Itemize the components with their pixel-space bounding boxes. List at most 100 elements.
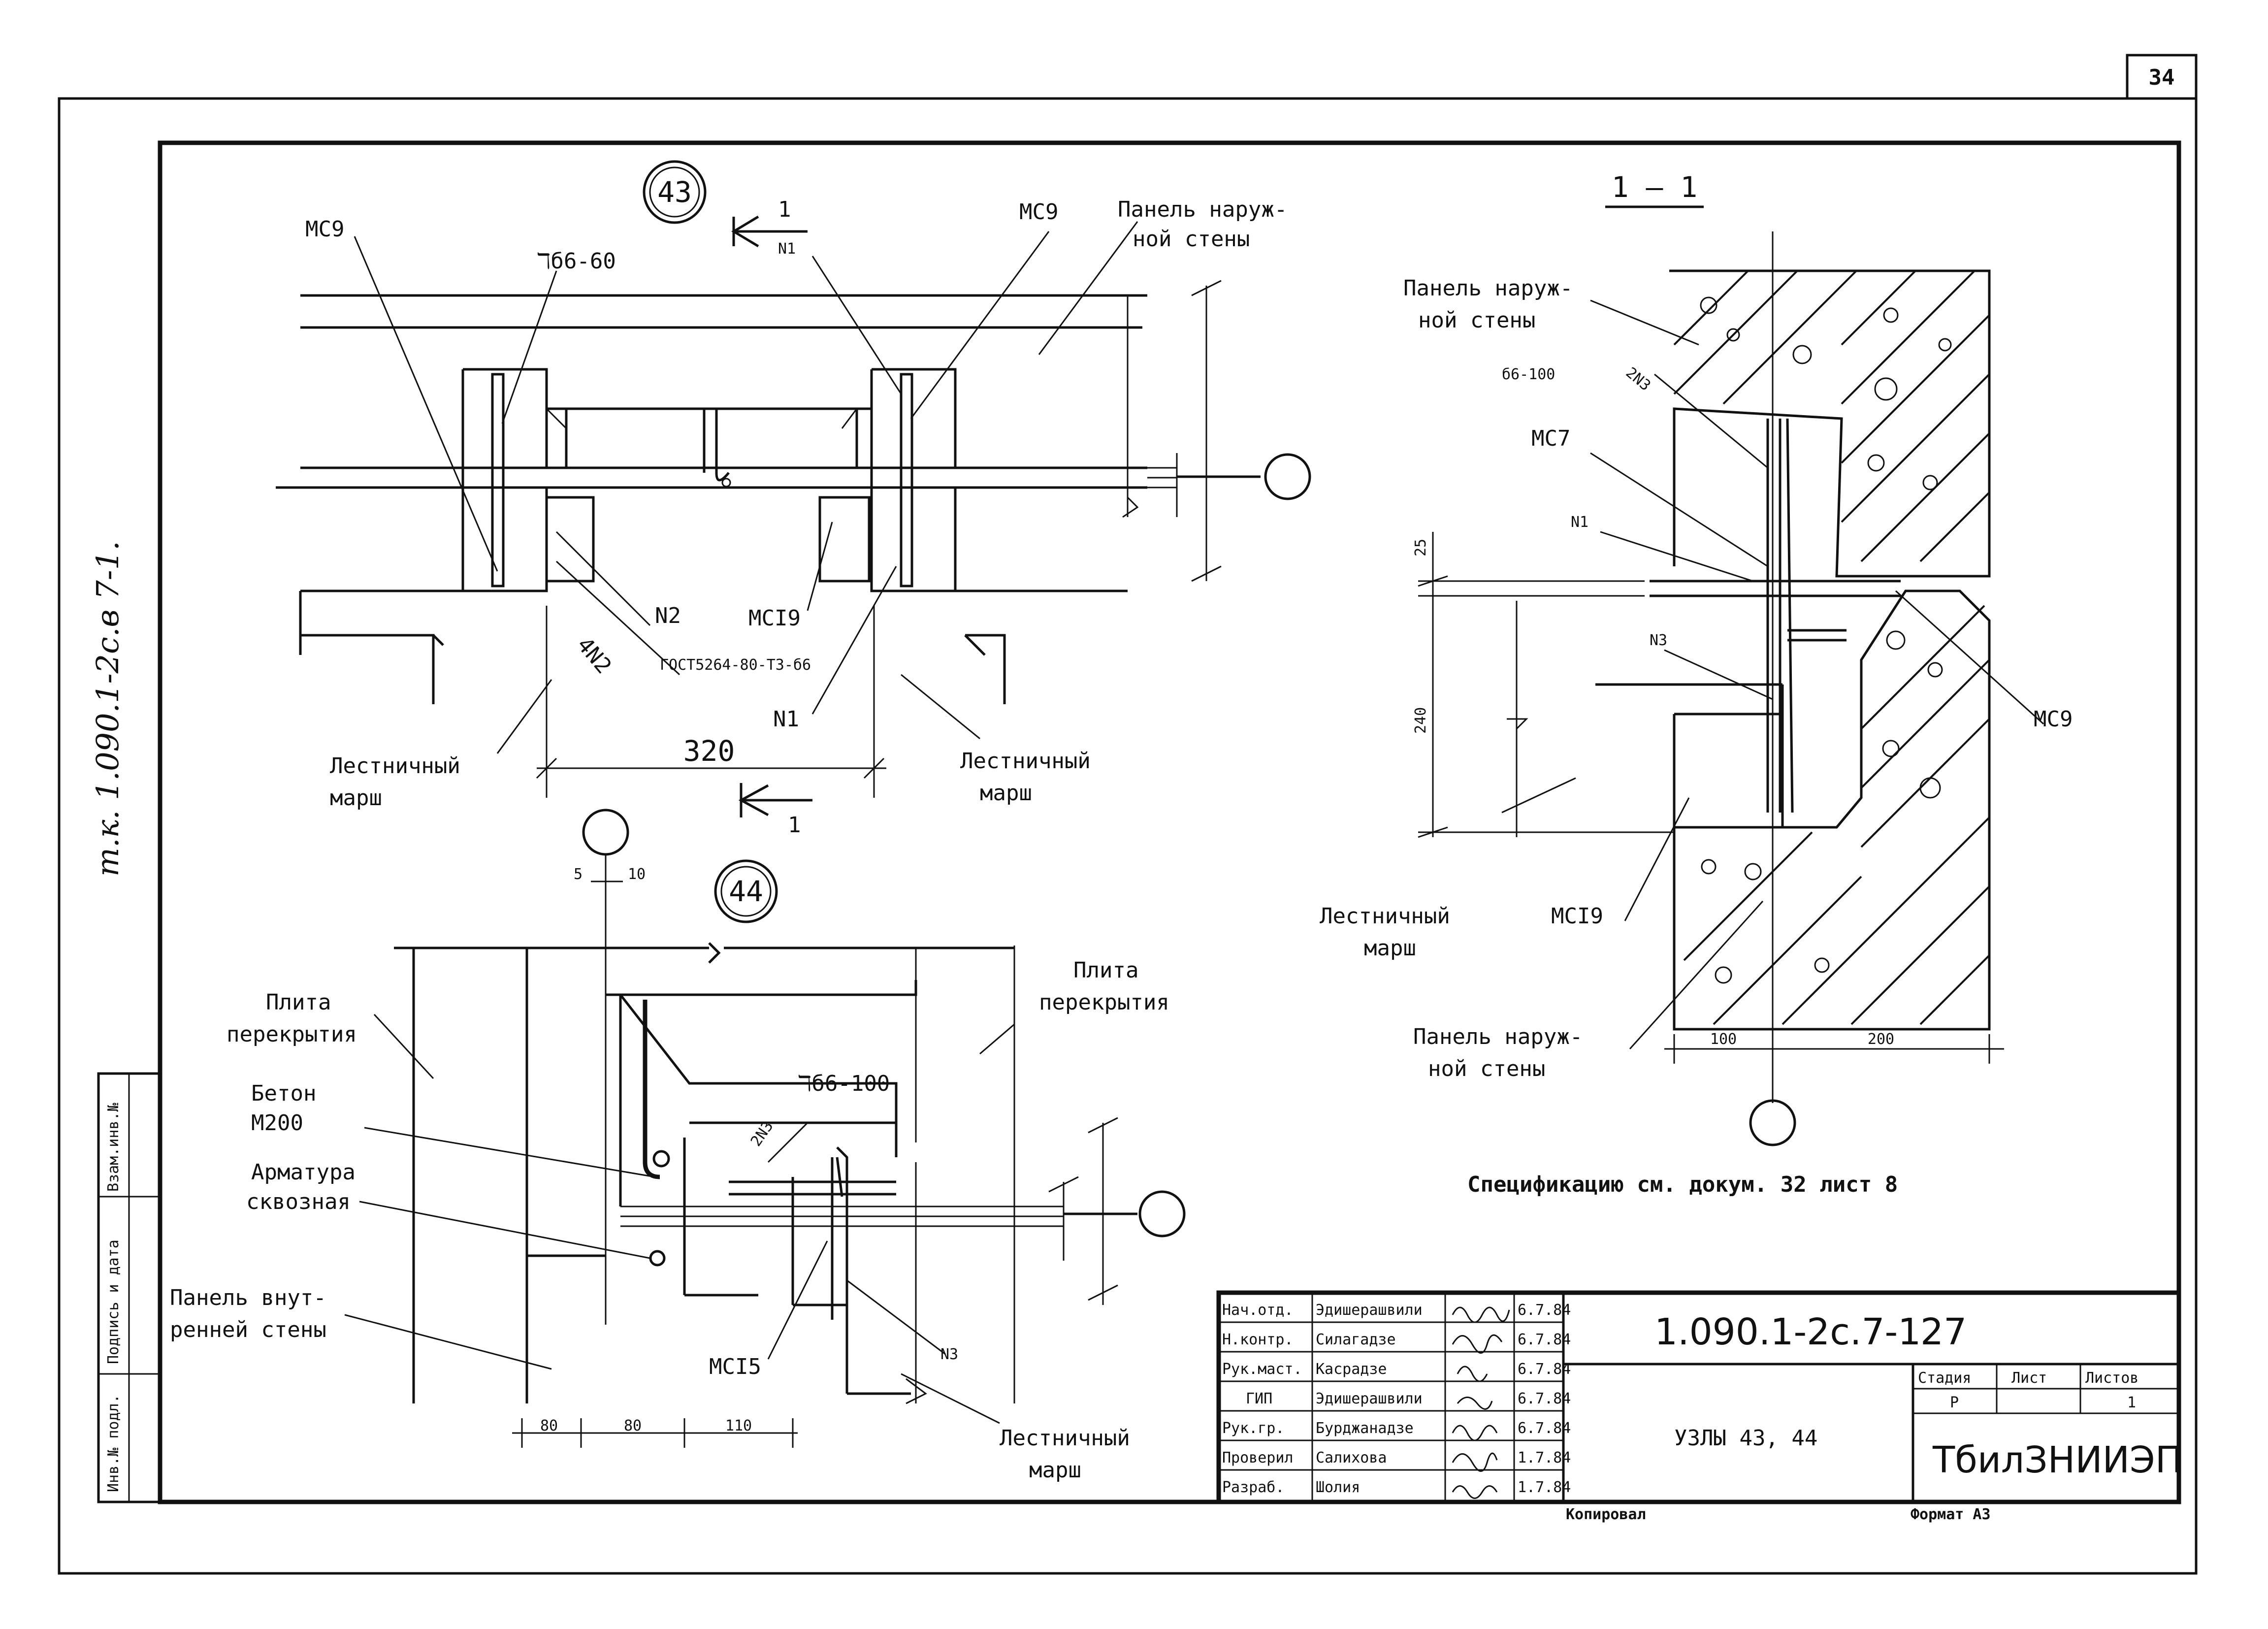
tb-role-5: Проверил [1222,1449,1294,1466]
tb-name-3: Эдишерашвили [1316,1390,1423,1407]
tb-name-2: Касрадзе [1316,1361,1387,1378]
label-mc9-11: МС9 [2034,707,2073,732]
section-stair [1595,683,1784,827]
label-2n3-11: 2N3 [1622,364,1654,394]
label-stair-left-2: марш [330,785,382,811]
left-stamp-strip: Инв.№ подл. Подпись и дата Взам.инв.№ [97,1072,162,1503]
label-panel-outer-2: ной стены [1133,227,1250,252]
label-bar-spec-11: б6-100 [1502,366,1555,383]
label-stair-11-2: марш [1364,936,1416,961]
signatures [1452,1306,1510,1499]
label-panel-inner-2: ренней стены [170,1317,326,1342]
node-43-circle [643,160,707,224]
label-panel-outer-1: Панель наруж- [1118,197,1287,222]
socket-left [461,368,548,592]
stair-left-outline [299,589,463,704]
spec-note: Спецификацию см. докум. 32 лист 8 [1467,1172,1898,1197]
node-44: 44 5 10 80 80 110 [170,809,1186,1483]
through-rebar-mark [649,1250,666,1267]
tb-name-6: Шолия [1316,1479,1360,1496]
sheet-number: 34 [2149,65,2175,90]
tb-date-6: 1.7.84 [1518,1479,1571,1496]
format-label: Формат А3 [1911,1506,1991,1523]
upper-panel-hatching [1673,270,1990,562]
tb-role-4: Рук.гр. [1222,1420,1284,1437]
tb-date-1: 6.7.84 [1518,1331,1571,1348]
section-1-1: 1 — 1 [1320,170,2073,1146]
ref-circle-section [1749,1099,1796,1146]
label-gost: ГОСТ5264-80-Т3-б6 [660,656,811,674]
node-43-title: 43 [657,175,692,209]
label-mci9-11: МСI9 [1551,904,1603,929]
label-stair-left-1: Лестничный [330,753,460,779]
tb-stage: Р [1950,1394,1959,1411]
label-concrete-2: М200 [251,1110,303,1136]
section-dims-horizontal [1664,1034,2004,1064]
label-panel-top-2: ной стены [1418,308,1535,333]
tb-name-0: Эдишерашвили [1316,1302,1423,1319]
strip-replace-inv: Взам.инв.№ [105,1103,122,1192]
label-mc9-right: МС9 [1019,199,1058,225]
label-mc9-left: МС9 [305,217,344,242]
upper-panel-aggregate [1700,296,1952,490]
section-arrow-top-label: 1 [778,197,791,222]
tb-sheet-hdr: Лист [2011,1369,2047,1387]
label-stair-44-1: Лестничный [1000,1426,1130,1451]
label-slab-right-1: Плита [1073,958,1138,983]
dim-240: 240 [1412,707,1429,734]
label-n1-bottom: N1 [773,707,799,732]
tb-date-5: 1.7.84 [1518,1449,1571,1466]
label-n3-11: N3 [1650,632,1667,649]
section-arrow-top [731,215,808,248]
label-stair-11-1: Лестничный [1320,904,1450,929]
label-bar-spec-44: ℸб6-100 [798,1071,890,1096]
tb-title: УЗЛЫ 43, 44 [1674,1426,1817,1451]
dim-80b: 80 [624,1417,642,1434]
tb-role-2: Рук.маст. [1222,1361,1302,1378]
copied-label: Копировал [1566,1506,1646,1523]
label-n3-44: N3 [940,1346,958,1363]
tb-org: ТбилЗНИИЭП [1932,1439,2182,1481]
rebar-hook [643,1000,660,1179]
label-stair-44-2: марш [1029,1458,1081,1483]
ref-circle-node44-right [1138,1190,1186,1238]
label-n1-top: N1 [778,240,796,258]
label-panel-bottom-1: Панель наруж- [1413,1024,1583,1049]
label-stair-right-1: Лестничный [960,749,1091,774]
strip-sign-date: Подпись и дата [105,1239,122,1364]
tb-date-2: 6.7.84 [1518,1361,1571,1378]
dim-5: 5 [574,866,583,883]
ref-circle-node43 [1264,453,1311,500]
wall-panel-lines [300,294,1147,489]
tb-sheet-no: 27 [1920,1311,1967,1353]
section-dims-vertical [1418,532,1674,838]
label-mc7: МС7 [1531,426,1570,451]
inner-frame [158,140,2181,1504]
tb-stage-hdr: Стадия [1918,1369,1971,1387]
label-slab-right-2: перекрытия [1039,990,1169,1015]
lower-panel [1673,589,1991,1031]
tb-sheets-total: 1 [2127,1394,2136,1411]
dim-110: 110 [725,1417,752,1434]
dim-320: 320 [683,734,735,768]
node-44-circle [714,859,778,923]
lower-panel-hatching [1683,605,1990,1025]
label-panel-bottom-2: ной стены [1428,1056,1545,1081]
label-slab-left-2: перекрытия [227,1022,357,1047]
dim-10: 10 [628,866,646,883]
tb-role-6: Разраб. [1222,1479,1284,1496]
tb-date-3: 6.7.84 [1518,1390,1571,1407]
section-arrow-bottom-label: 1 [788,813,801,838]
node-43: 43 1 1 [276,160,1311,838]
section-rebar [1766,418,1794,813]
label-mci9: МСI9 [748,606,801,631]
dim-80a: 80 [540,1417,558,1434]
label-rebar-2: сквозная [246,1189,351,1214]
section-title: 1 — 1 [1612,170,1698,204]
stair-right-outline [955,589,1128,704]
label-mci5: МСI5 [709,1354,761,1379]
socket-right [870,368,957,592]
label-4n2: 4N2 [572,632,616,679]
dim-25: 25 [1412,539,1429,556]
